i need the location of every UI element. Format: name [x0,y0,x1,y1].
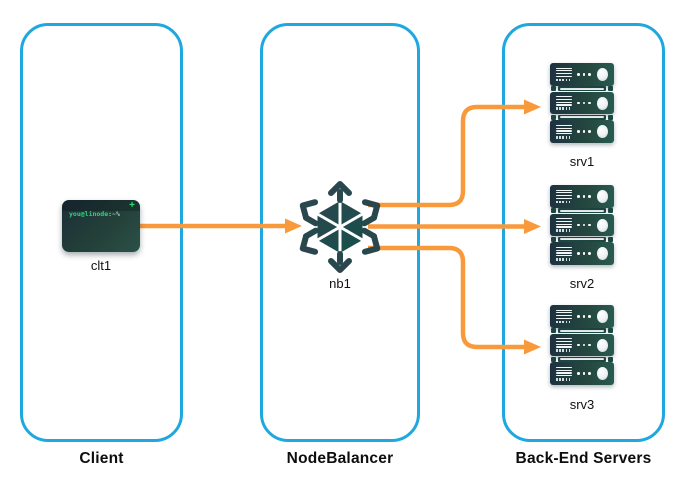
server-unit [550,305,614,328]
server-dots [576,72,592,76]
node-label-srv1: srv1 [569,154,595,169]
server-unit [550,333,614,357]
server-connector [550,86,614,92]
nodebalancer-icon [299,181,381,273]
client-column [20,23,183,442]
server-unit [550,91,614,115]
server-unit [550,185,614,208]
server-stack-icon-srv3 [550,305,614,385]
node-label-clt1: clt1 [90,258,112,273]
column-title-backend-servers: Back-End Servers [515,450,652,467]
server-unit [550,242,614,265]
backend-servers-column [502,23,665,442]
server-stack-icon-srv1 [550,63,614,143]
node-label-srv2: srv2 [569,276,595,291]
server-connector [550,356,614,362]
terminal-titlebar [62,200,140,211]
server-connector [550,208,614,214]
server-unit [550,120,614,143]
column-title-client: Client [79,450,124,467]
server-knob [597,67,608,81]
node-label-nb1: nb1 [329,276,351,291]
terminal-prompt-user: you@linode [69,210,109,218]
node-label-srv3: srv3 [569,397,595,412]
terminal-plus-icon: + [129,200,135,211]
server-connector [550,114,614,120]
server-unit [550,213,614,237]
server-unit [550,63,614,86]
server-unit [550,362,614,385]
terminal-prompt: you@linode:~% [69,210,120,218]
server-connector [550,236,614,242]
terminal-prompt-suffix: :~% [108,210,120,218]
server-vents [556,67,572,82]
server-connector [550,328,614,334]
terminal-icon: + you@linode:~% [62,200,140,252]
nodebalancer-column [260,23,420,442]
column-title-nodebalancer: NodeBalancer [286,450,394,467]
server-stack-icon-srv2 [550,185,614,265]
